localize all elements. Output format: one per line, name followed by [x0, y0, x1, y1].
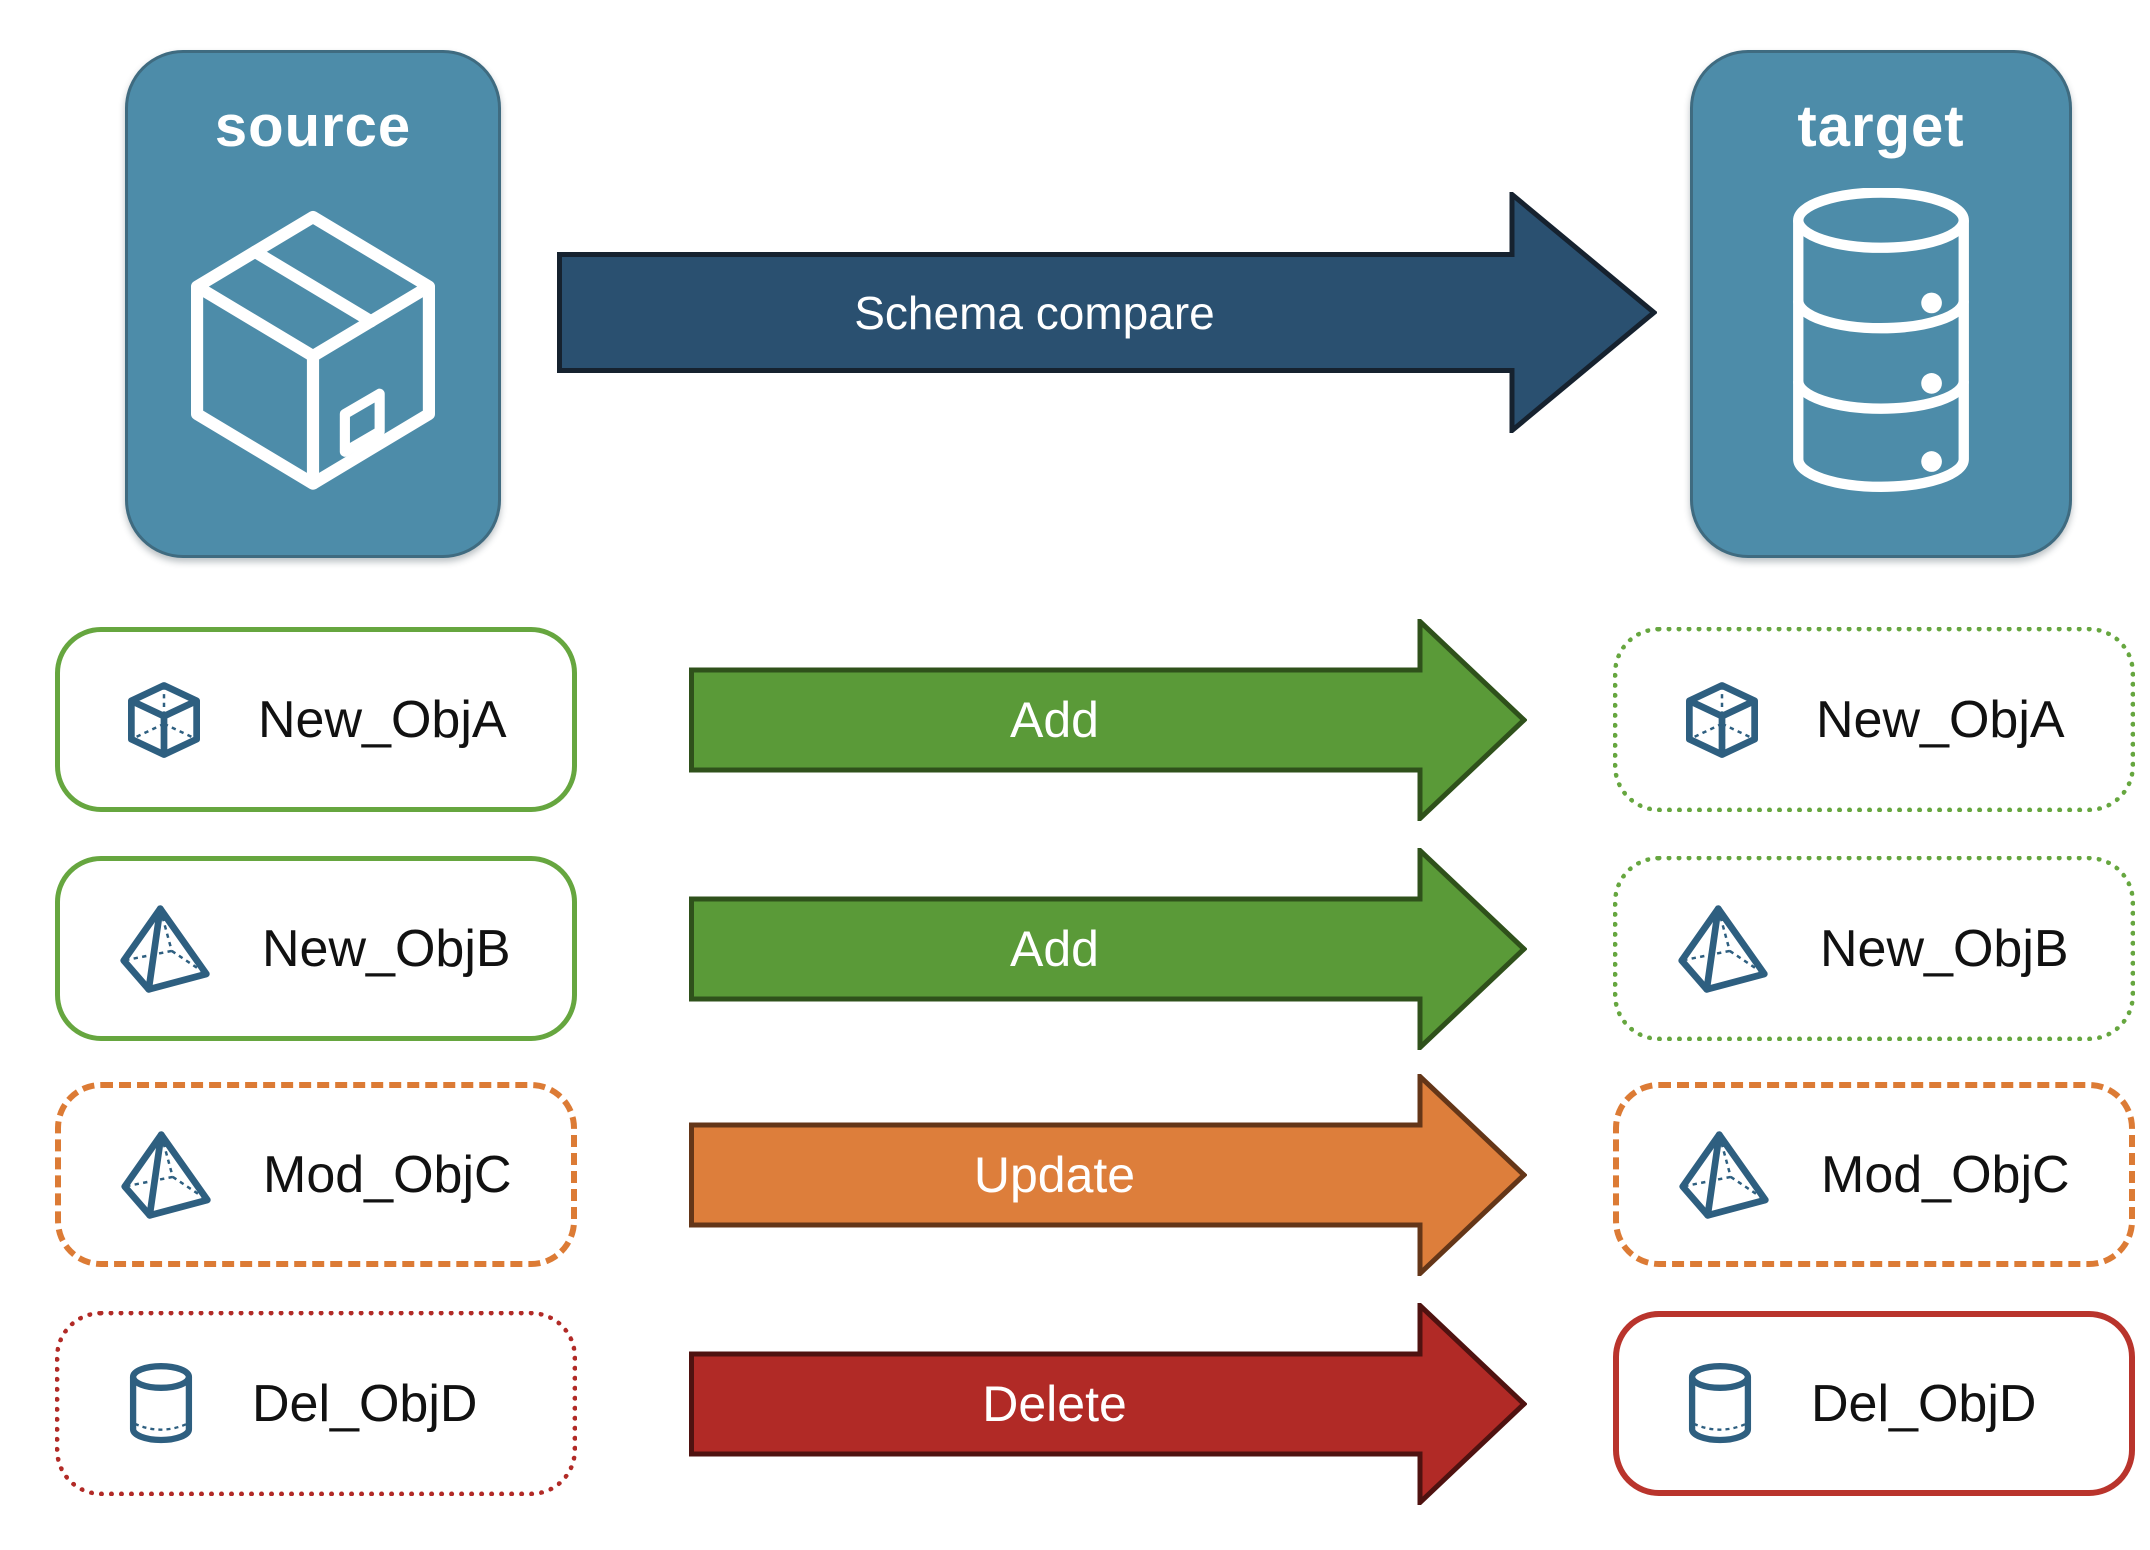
source-node: source [125, 50, 501, 558]
database-icon [1766, 188, 1996, 496]
object-name: New_ObjB [262, 919, 511, 978]
cube-icon [1674, 672, 1770, 768]
action-arrow [689, 1073, 1527, 1276]
cylinder-icon [116, 1356, 206, 1452]
target-object-box: New_ObjA [1613, 627, 2135, 812]
action-label: Add [1010, 920, 1099, 977]
source-object-box: Del_ObjD [55, 1311, 577, 1496]
pyramid-icon [1675, 1127, 1775, 1223]
action-arrow [689, 1302, 1527, 1505]
target-object-box: Del_ObjD [1613, 1311, 2135, 1496]
object-name: Del_ObjD [1811, 1374, 2037, 1433]
action-arrow [689, 847, 1527, 1050]
schema-compare-label: Schema compare [854, 286, 1215, 339]
object-name: New_ObjA [1816, 690, 2065, 749]
target-node-label: target [1797, 94, 1965, 159]
cylinder-icon [1675, 1356, 1765, 1452]
pyramid-icon [1674, 901, 1774, 997]
target-object-box: Mod_ObjC [1613, 1082, 2135, 1267]
object-name: Mod_ObjC [1821, 1145, 2070, 1204]
source-object-box: New_ObjA [55, 627, 577, 812]
object-name: New_ObjA [258, 690, 507, 749]
action-label: Add [1010, 691, 1099, 748]
object-name: Mod_ObjC [263, 1145, 512, 1204]
action-label: Update [973, 1146, 1136, 1203]
source-object-box: Mod_ObjC [55, 1082, 577, 1267]
source-node-label: source [214, 94, 412, 159]
pyramid-icon [116, 901, 216, 997]
object-name: Del_ObjD [252, 1374, 478, 1433]
package-box-icon [168, 188, 458, 501]
pyramid-icon [117, 1127, 217, 1223]
object-name: New_ObjB [1820, 919, 2069, 978]
source-object-box: New_ObjB [55, 856, 577, 1041]
target-node: target [1690, 50, 2072, 558]
action-arrow [689, 618, 1527, 821]
schema-compare-arrow [557, 192, 1657, 433]
cube-icon [116, 672, 212, 768]
target-object-box: New_ObjB [1613, 856, 2135, 1041]
action-label: Delete [982, 1375, 1127, 1432]
